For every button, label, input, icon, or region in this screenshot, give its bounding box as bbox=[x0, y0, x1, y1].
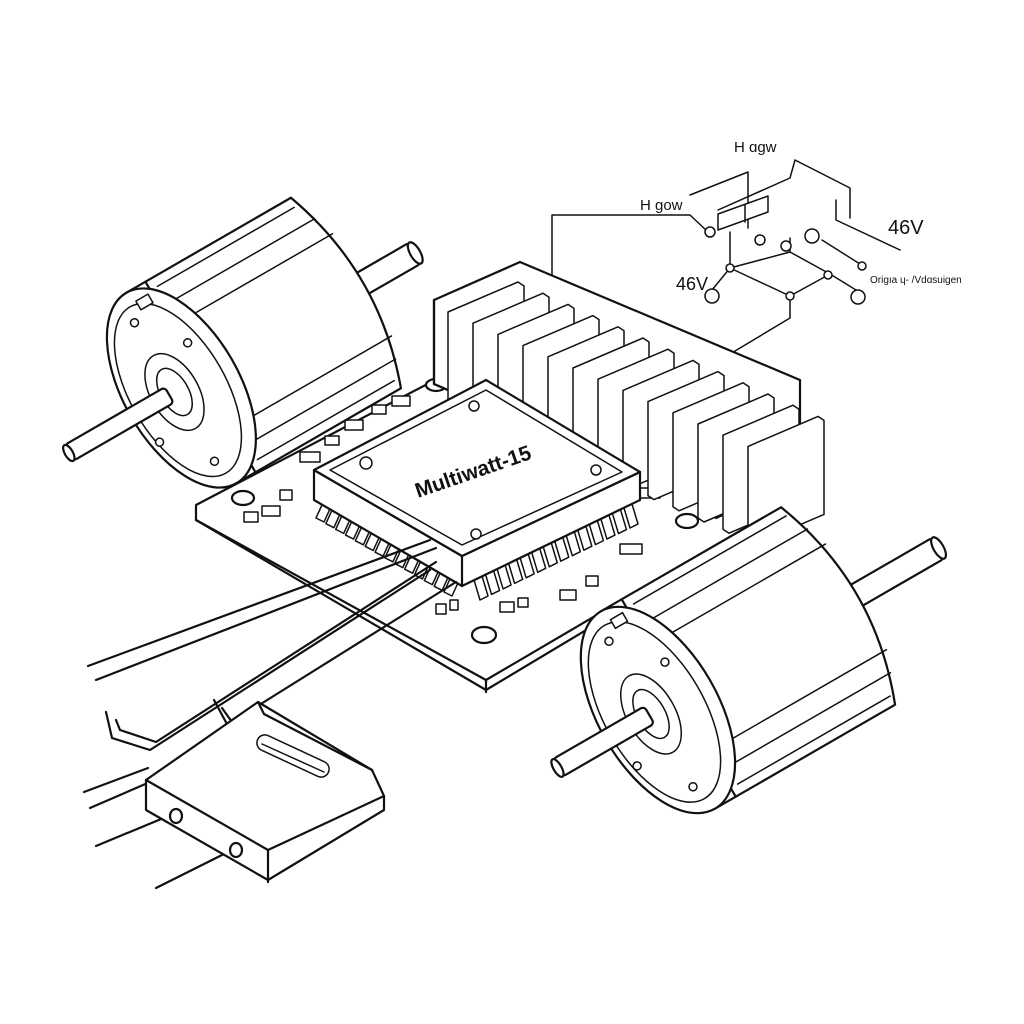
motor-right bbox=[550, 506, 948, 815]
schematic-label-mid: H ɡow bbox=[640, 197, 683, 214]
schematic: H ɑgw H ɡow 46V 46V Origıa ɥ‐ /Vdɑsuigen bbox=[551, 139, 962, 361]
ic-chip: Multiwatt-15 bbox=[312, 378, 642, 601]
voltage-label-left: 46V bbox=[676, 274, 708, 294]
connector-block bbox=[144, 700, 386, 884]
heatsink bbox=[432, 260, 825, 546]
heatsink-fins bbox=[447, 281, 825, 546]
schematic-label-top: H ɑgw bbox=[734, 139, 777, 156]
motor-left bbox=[62, 196, 424, 489]
voltage-label-right: 46V bbox=[888, 217, 924, 239]
schematic-note: Origıa ɥ‐ /Vdɑsuigen bbox=[870, 275, 962, 286]
